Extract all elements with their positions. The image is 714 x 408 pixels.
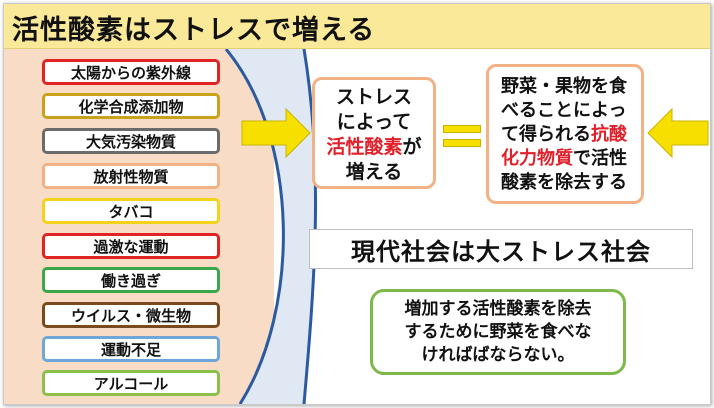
veg-line-2: べることによっ xyxy=(501,100,627,121)
title-bar: 活性酸素はストレスで増える xyxy=(4,4,710,49)
factor-item: 過激な運動 xyxy=(42,233,220,259)
factor-item: アルコール xyxy=(42,370,220,396)
vegetable-box: 野菜・果物を食 べることによっ て得られる抗酸 化力物質で活性 酸素を除去する xyxy=(486,64,644,204)
page-title: 活性酸素はストレスで増える xyxy=(12,15,376,46)
veg-line-5: 酸素を除去する xyxy=(501,172,627,193)
veg-line-1: 野菜・果物を食 xyxy=(501,76,627,97)
highlight-antioxidant-2: 化力物質 xyxy=(501,148,573,169)
highlight-antioxidant-1: 抗酸 xyxy=(591,124,627,145)
slide-frame: 活性酸素はストレスで増える 太陽からの紫外線 化学合成添加物 大気汚染物質 放射… xyxy=(3,3,711,405)
conclusion-line-2: するために野菜を食べな xyxy=(404,322,592,342)
veg-line-3-plain: て得られる xyxy=(501,124,591,145)
veg-line-3: て得られる抗酸 xyxy=(501,123,635,147)
stress-line-1: ストレス xyxy=(335,86,412,108)
conclusion-line-3: ければばならない。 xyxy=(421,345,575,365)
river-left-edge xyxy=(224,49,285,404)
stress-line-3: 活性酸素が xyxy=(315,135,433,160)
modern-society-banner: 現代社会は大ストレス社会 xyxy=(309,229,693,269)
left-arrow-icon xyxy=(241,107,311,159)
factor-item: 働き過ぎ xyxy=(42,267,220,293)
conclusion-box: 増加する活性酸素を除去 するために野菜を食べな ければばならない。 xyxy=(370,289,626,375)
factor-item: 大気汚染物質 xyxy=(42,128,220,154)
factor-item: 化学合成添加物 xyxy=(42,93,220,119)
stress-line-3-rest: が xyxy=(402,136,422,158)
highlight-active-oxygen: 活性酸素 xyxy=(326,136,403,158)
stress-line-2: によって xyxy=(336,111,412,133)
river-right-edge xyxy=(302,49,318,404)
veg-line-4-rest: で活性 xyxy=(573,148,627,169)
equal-sign-bottom xyxy=(443,139,481,147)
veg-line-4: 化力物質で活性 xyxy=(501,147,635,171)
factor-item: タバコ xyxy=(42,198,220,224)
factor-item: 太陽からの紫外線 xyxy=(42,59,220,85)
factor-item: ウイルス・微生物 xyxy=(42,302,220,328)
stress-line-4: 増える xyxy=(345,161,403,183)
right-arrow-icon xyxy=(647,107,709,159)
conclusion-line-1: 増加する活性酸素を除去 xyxy=(404,299,592,319)
equal-sign-top xyxy=(443,125,481,133)
factor-item: 放射性物質 xyxy=(42,163,220,189)
stress-box: ストレス によって 活性酸素が 増える xyxy=(312,77,436,189)
factor-item: 運動不足 xyxy=(42,336,220,362)
